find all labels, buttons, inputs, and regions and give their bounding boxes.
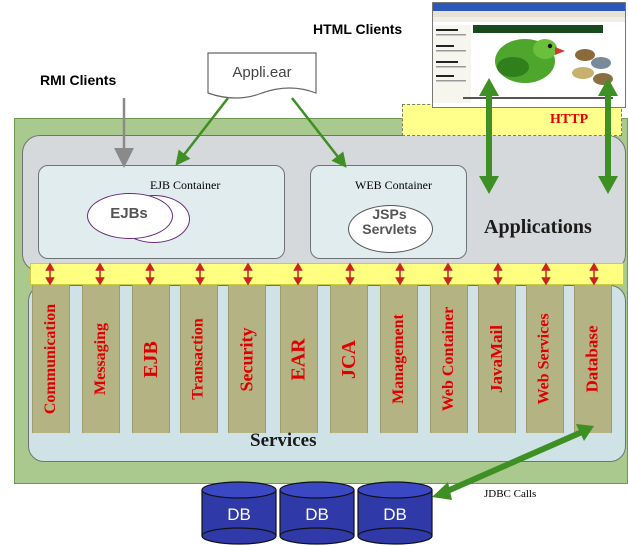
service-column-javamail: JavaMail [478, 285, 516, 433]
jdbc-calls-label: JDBC Calls [484, 488, 537, 500]
appli-ear-label: Appli.ear [232, 64, 292, 81]
parrot-icon [495, 39, 565, 83]
db-label: DB [305, 505, 329, 524]
http-arrow-left [479, 78, 499, 194]
service-column-jca: JCA [330, 285, 368, 433]
servlets-label: Servlets [362, 221, 417, 237]
service-column-web-services: Web Services [526, 285, 564, 433]
service-column-database: Database [574, 285, 612, 433]
browser-thumbnail-svg [433, 3, 625, 103]
service-column-management: Management [380, 285, 418, 433]
service-column-messaging: Messaging [82, 285, 120, 433]
connector-strip [30, 263, 624, 285]
service-column-ear: EAR [280, 285, 318, 433]
rmi-clients-label: RMI Clients [40, 72, 117, 88]
service-column-communication: Communication [32, 285, 70, 433]
database-cylinder-icon [357, 481, 433, 545]
db-label: DB [383, 505, 407, 524]
db-label: DB [227, 505, 251, 524]
database-cylinder-icon [201, 481, 277, 545]
jsp-servlets-label: JSPs Servlets [348, 207, 431, 237]
ejb-container-title: EJB Container [150, 178, 221, 192]
ear-to-ejb-arrow [175, 97, 229, 166]
http-arrow-right [598, 78, 618, 194]
service-column-ejb: EJB [132, 285, 170, 433]
browser-screenshot-icon [432, 2, 626, 108]
ejb-ellipse-front [87, 193, 173, 239]
document-icon [207, 52, 317, 99]
connector-arrows [45, 262, 599, 286]
http-label: HTTP [550, 112, 589, 127]
database-cylinder-icon [279, 481, 355, 545]
service-column-web-container: Web Container [430, 285, 468, 433]
ear-to-web-arrow [291, 97, 347, 168]
service-column-security: Security [228, 285, 266, 433]
http-box [402, 104, 622, 136]
ejbs-label: EJBs [110, 205, 148, 222]
jsp-servlets-ellipse [348, 205, 433, 253]
web-container-title: WEB Container [355, 178, 432, 192]
service-column-transaction: Transaction [180, 285, 218, 433]
html-clients-label: HTML Clients [313, 21, 403, 37]
applications-label: Applications [484, 216, 592, 238]
services-label: Services [250, 430, 317, 451]
jsps-label: JSPs [372, 206, 407, 222]
jdbc-arrow [432, 424, 594, 500]
